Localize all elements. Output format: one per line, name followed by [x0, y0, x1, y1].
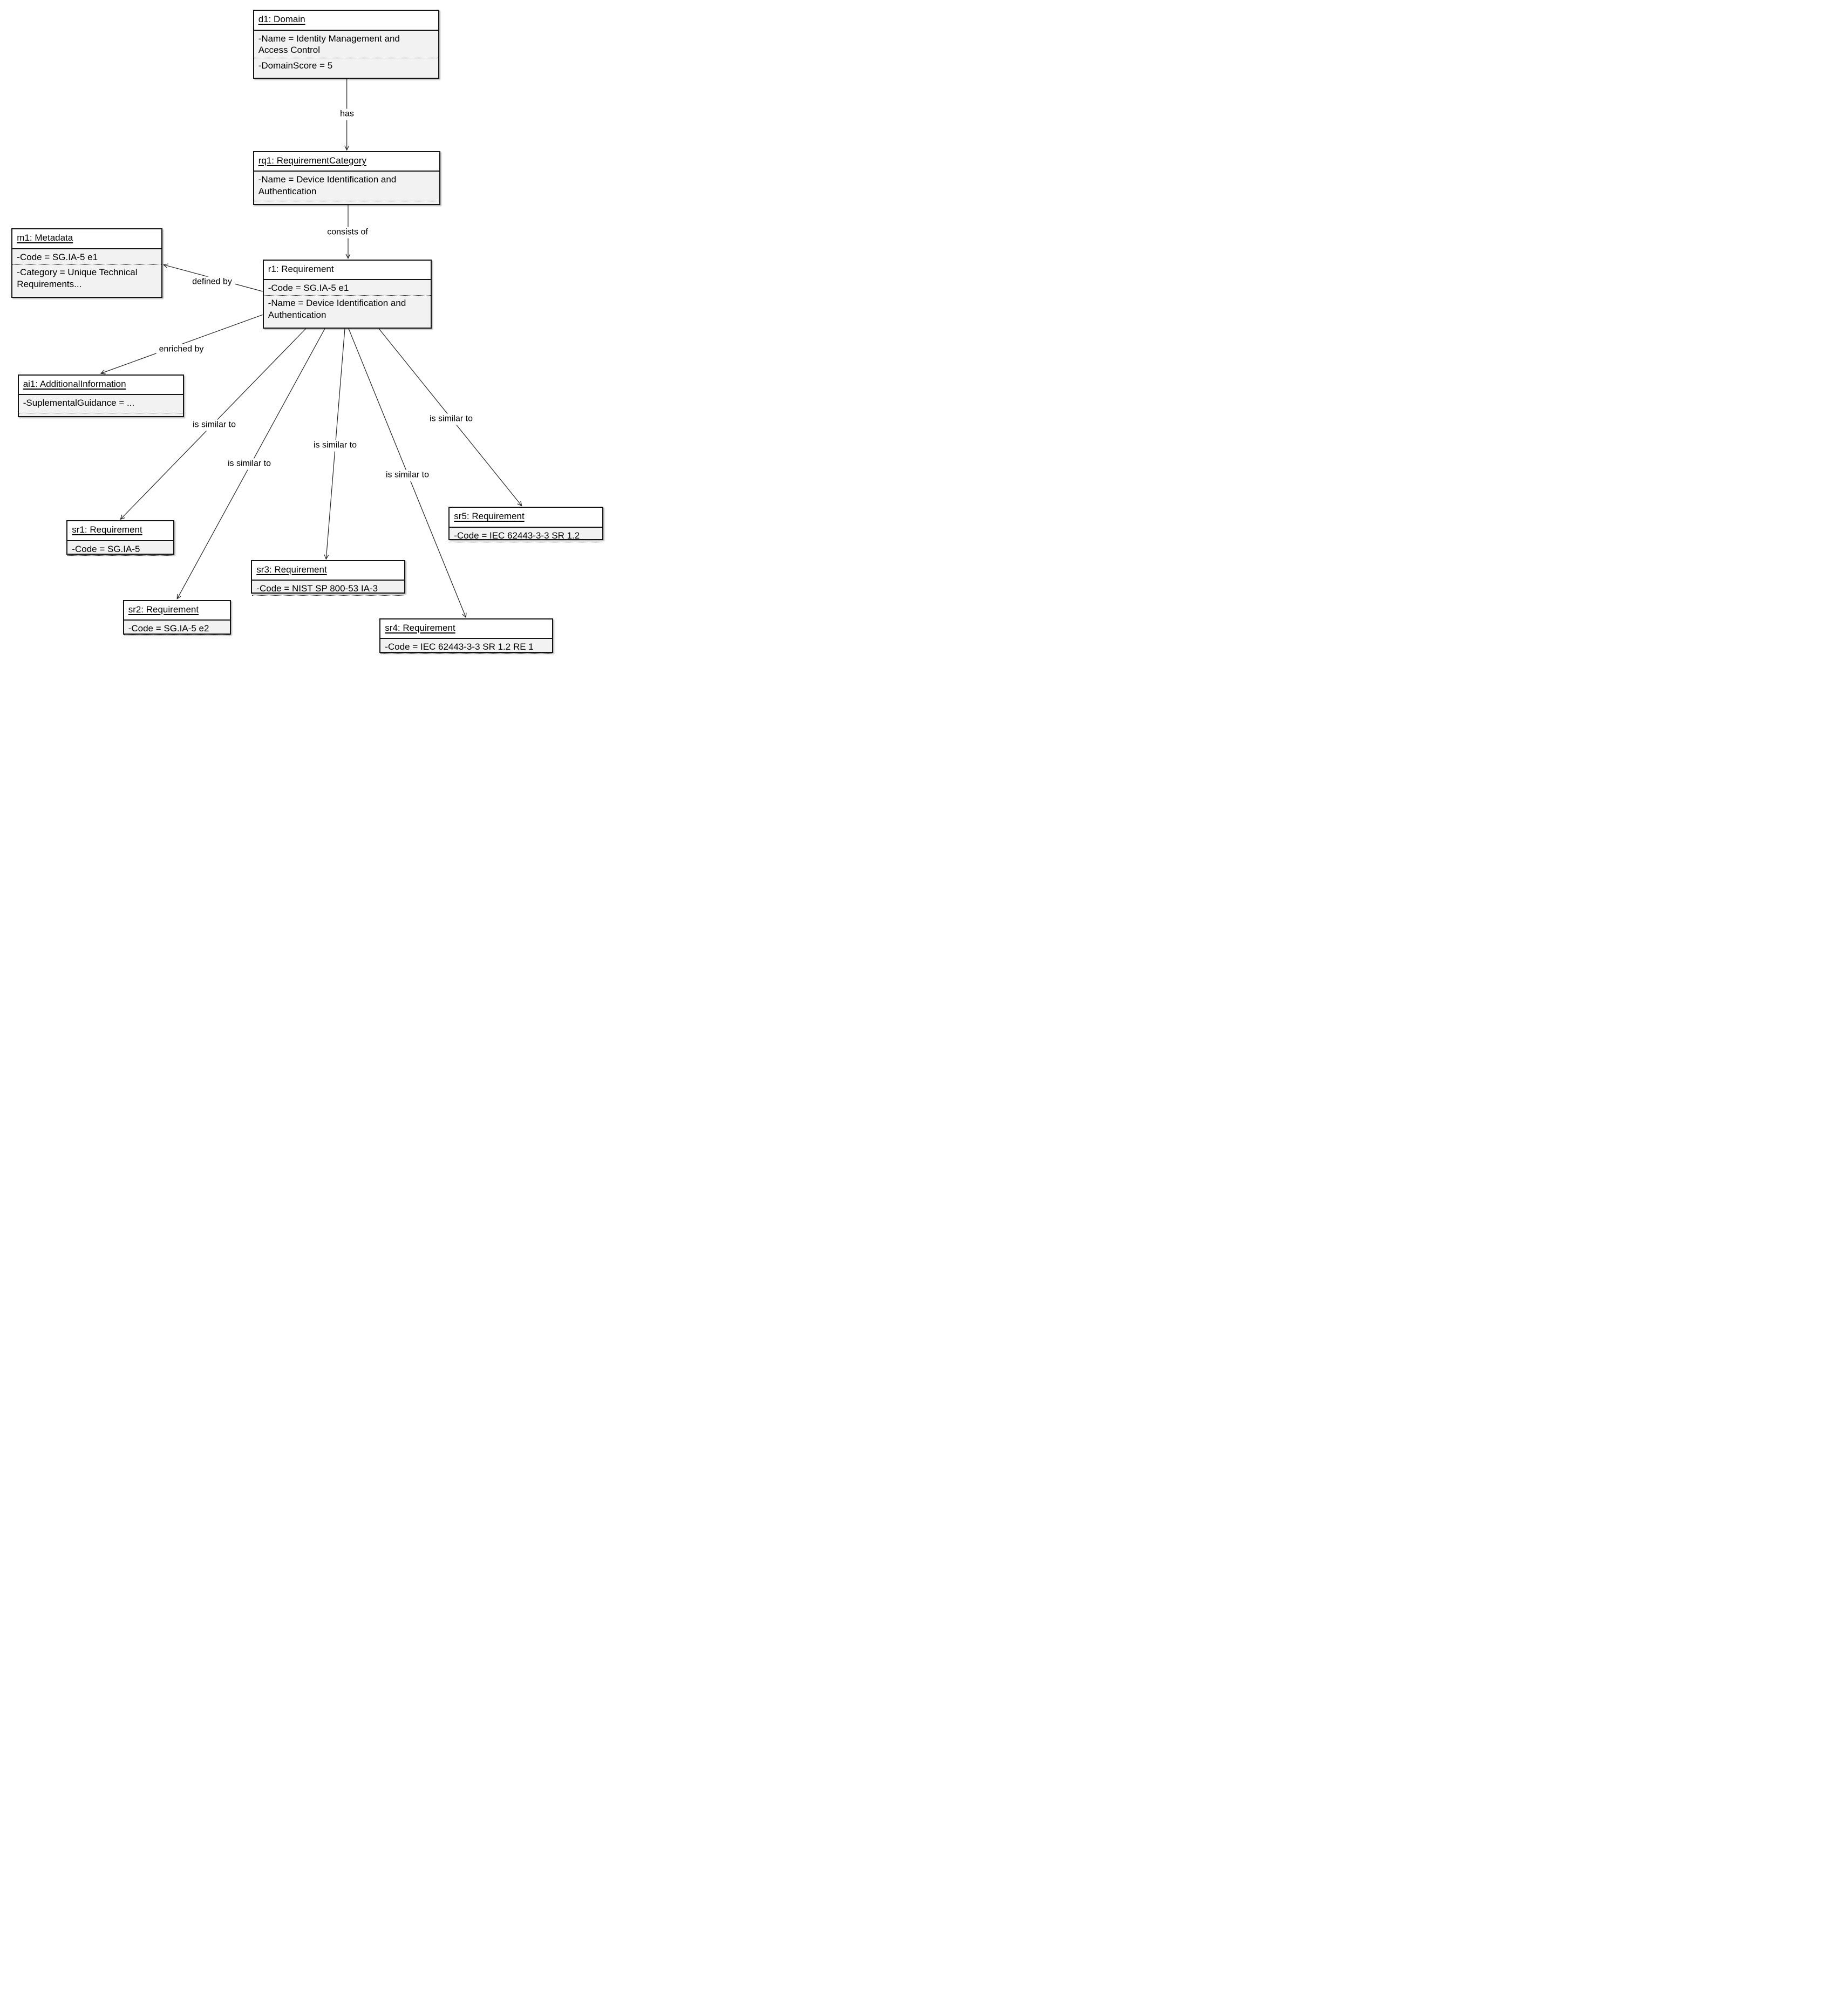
node-ai1: ai1: AdditionalInformation -SuplementalG… [17, 374, 184, 417]
node-sr4: sr4: Requirement -Code = IEC 62443-3-3 S… [379, 618, 554, 654]
attribute-code: -Code = SG.IA-5 e2 [128, 623, 209, 634]
node-sr3: sr3: Requirement -Code = NIST SP 800-53 … [251, 560, 406, 596]
node-sr3-title: sr3: Requirement [252, 561, 405, 581]
attribute-name: -Name = Identity Management and Access C… [258, 33, 400, 56]
node-d1-attributes: -Name = Identity Management and Access C… [254, 30, 439, 78]
attribute-category: -Category = Unique Technical Requirement… [12, 264, 162, 290]
node-sr1-title: sr1: Requirement [67, 521, 174, 541]
attribute-code: -Code = IEC 62443-3-3 SR 1.2 RE 1 [385, 642, 534, 652]
attribute-name: -Name = Device Identification and Authen… [263, 295, 431, 321]
attribute-suplemental-guidance: -SuplementalGuidance = ... [23, 398, 135, 408]
attribute-name: -Name = Device Identification and Authen… [258, 174, 397, 196]
node-sr5-title: sr5: Requirement [450, 508, 603, 528]
attribute-separator [67, 555, 174, 557]
attribute-separator [124, 635, 230, 637]
node-ai1-attributes: -SuplementalGuidance = ... [18, 395, 183, 416]
edge-label-similar-sr2: is similar to [224, 458, 274, 470]
attribute-separator [450, 542, 603, 544]
edge-label-enriched-by: enriched by [156, 344, 207, 356]
node-sr2-attributes: -Code = SG.IA-5 e2 [124, 621, 230, 637]
edge-label-similar-sr3: is similar to [310, 440, 360, 452]
attribute-code: -Code = SG.IA-5 e1 [268, 283, 349, 294]
edge-label-has: has [337, 108, 357, 120]
attribute-separator [380, 653, 553, 656]
node-m1-title-text: m1: Metadata [17, 233, 73, 243]
node-sr1: sr1: Requirement -Code = SG.IA-5 [66, 520, 175, 557]
node-rq1: rq1: RequirementCategory -Name = Device … [253, 151, 440, 205]
node-r1-attributes: -Code = SG.IA-5 e1 -Name = Device Identi… [263, 280, 431, 328]
node-sr2-title-text: sr2: Requirement [128, 604, 199, 615]
node-r1-title: r1: Requirement [263, 260, 431, 281]
uml-object-diagram: d1: Domain -Name = Identity Management a… [0, 0, 610, 672]
node-r1: r1: Requirement -Code = SG.IA-5 e1 -Name… [262, 259, 432, 329]
node-sr2-title: sr2: Requirement [124, 601, 230, 621]
node-sr4-title: sr4: Requirement [380, 619, 553, 639]
attribute-domainscore: -DomainScore = 5 [254, 57, 439, 72]
node-d1: d1: Domain -Name = Identity Management a… [253, 10, 440, 79]
node-ai1-title-text: ai1: AdditionalInformation [23, 379, 126, 389]
node-sr2: sr2: Requirement -Code = SG.IA-5 e2 [122, 600, 231, 637]
node-sr4-title-text: sr4: Requirement [385, 623, 455, 633]
node-sr4-attributes: -Code = IEC 62443-3-3 SR 1.2 RE 1 [380, 639, 553, 654]
attribute-separator [18, 413, 183, 415]
node-r1-title-text: r1: Requirement [268, 263, 334, 274]
edge-label-similar-sr5: is similar to [426, 413, 476, 425]
node-sr1-title-text: sr1: Requirement [72, 525, 142, 535]
edge-label-defined-by: defined by [189, 276, 235, 288]
node-d1-title: d1: Domain [254, 11, 439, 31]
attribute-code: -Code = NIST SP 800-53 IA-3 [256, 583, 378, 594]
node-sr3-attributes: -Code = NIST SP 800-53 IA-3 [252, 581, 405, 596]
node-m1-attributes: -Code = SG.IA-5 e1 -Category = Unique Te… [12, 249, 162, 297]
attribute-code: -Code = IEC 62443-3-3 SR 1.2 [454, 530, 580, 541]
node-m1-title: m1: Metadata [12, 229, 162, 249]
node-ai1-title: ai1: AdditionalInformation [18, 376, 183, 396]
edge-label-consists-of: consists of [324, 227, 371, 239]
node-sr5-attributes: -Code = IEC 62443-3-3 SR 1.2 [450, 527, 603, 543]
edge-label-similar-sr4: is similar to [383, 469, 432, 481]
attribute-code: -Code = SG.IA-5 e1 [17, 251, 98, 262]
node-rq1-title-text: rq1: RequirementCategory [258, 155, 367, 166]
node-sr3-title-text: sr3: Requirement [256, 564, 327, 575]
edge-label-similar-sr1: is similar to [189, 419, 239, 431]
node-rq1-title: rq1: RequirementCategory [254, 152, 439, 172]
node-d1-title-text: d1: Domain [258, 14, 305, 25]
node-sr5-title-text: sr5: Requirement [454, 511, 525, 522]
attribute-code: -Code = SG.IA-5 [72, 543, 140, 554]
node-rq1-attributes: -Name = Device Identification and Authen… [254, 172, 439, 204]
attribute-separator [254, 201, 439, 203]
attribute-separator [252, 595, 405, 597]
node-sr5: sr5: Requirement -Code = IEC 62443-3-3 S… [448, 507, 604, 543]
node-m1: m1: Metadata -Code = SG.IA-5 e1 -Categor… [11, 228, 163, 298]
node-sr1-attributes: -Code = SG.IA-5 [67, 541, 174, 557]
